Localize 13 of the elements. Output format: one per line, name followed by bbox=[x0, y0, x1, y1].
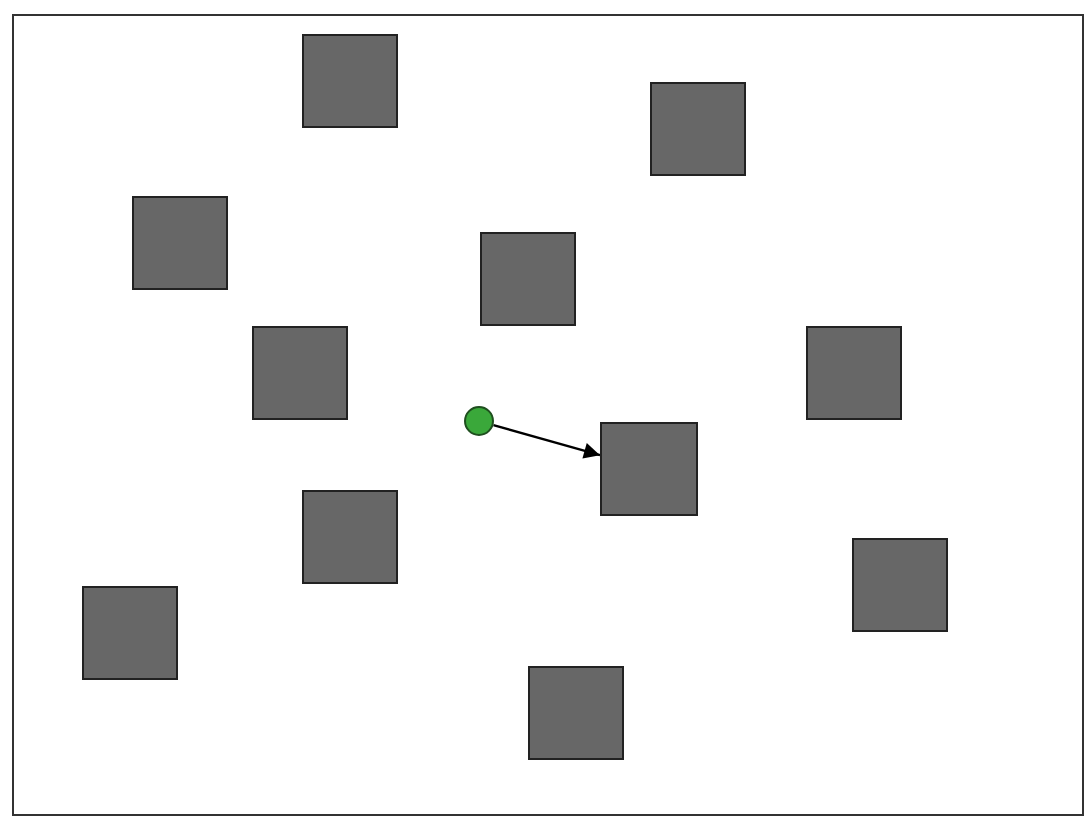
square-shape bbox=[132, 196, 228, 290]
square-shape bbox=[600, 422, 698, 516]
arrow bbox=[493, 423, 601, 459]
square-shape bbox=[480, 232, 576, 326]
circle-shape bbox=[464, 406, 494, 436]
square-shape bbox=[528, 666, 624, 760]
square-shape bbox=[302, 490, 398, 584]
square-shape bbox=[82, 586, 178, 680]
square-shape bbox=[252, 326, 348, 420]
square-shape bbox=[852, 538, 948, 632]
square-shape bbox=[650, 82, 746, 176]
square-shape bbox=[302, 34, 398, 128]
square-shape bbox=[806, 326, 902, 420]
